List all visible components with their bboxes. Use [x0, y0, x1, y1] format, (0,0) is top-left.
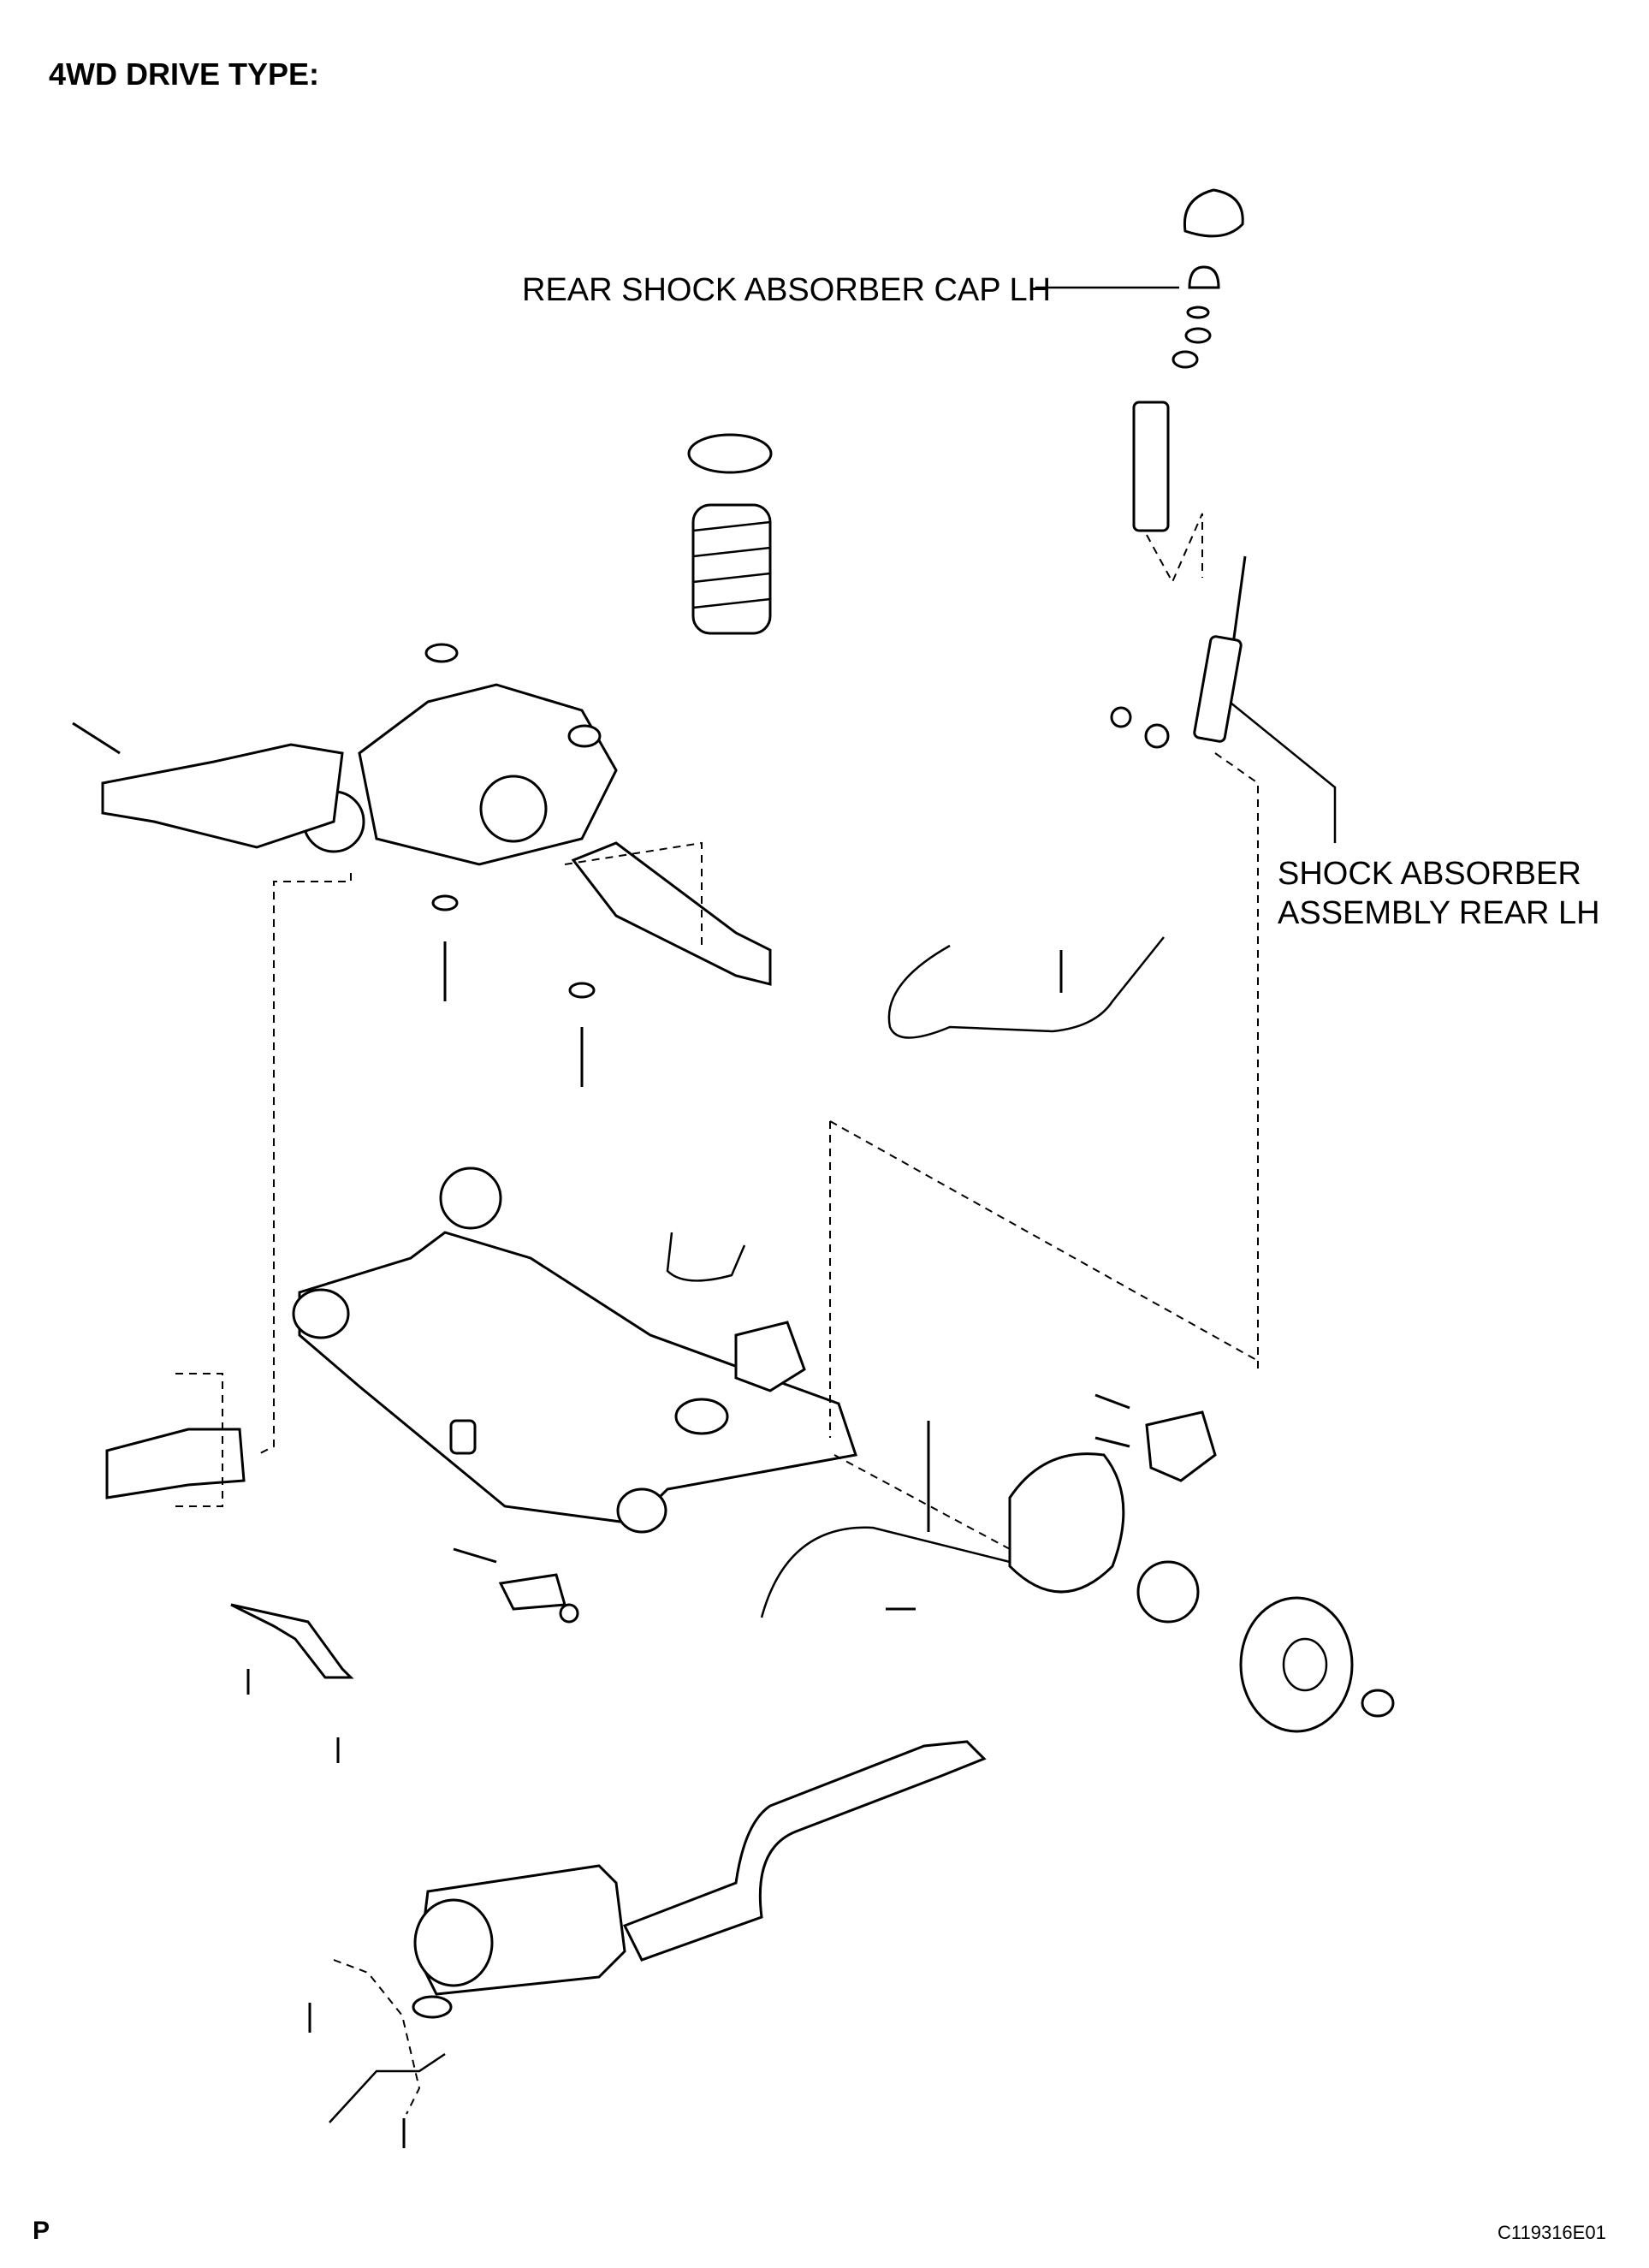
coil-spring-upper-insulator	[687, 433, 773, 474]
drive-shaft-bolt-lines	[564, 841, 703, 950]
page-mark: P	[33, 2217, 50, 2245]
propeller-shaft-bolt-lines	[175, 1373, 223, 1507]
shock-washer-2	[1144, 723, 1170, 749]
callout-shock-absorber-line-2: ASSEMBLY REAR LH	[1278, 895, 1600, 931]
coil-spring-turns	[692, 520, 771, 609]
toe-control-link	[498, 1573, 566, 1611]
parking-brake-cable-lower	[760, 1526, 1028, 1618]
link-nut	[559, 1603, 579, 1624]
rear-disc	[1239, 1596, 1354, 1733]
exhaust-tail-pipe	[622, 1740, 987, 1962]
axle-hub-nut	[1361, 1689, 1395, 1718]
shock-cushion-1	[1184, 327, 1212, 344]
suspension-member-bushing-left	[292, 1288, 350, 1339]
shock-absorber-cap-cover	[1183, 188, 1244, 238]
differential-mount-nut	[424, 643, 459, 663]
rear-axle-hub-and-bearing	[1136, 1560, 1200, 1624]
caliper-bolt-lower	[1094, 1436, 1130, 1448]
differential-support-member	[101, 743, 344, 849]
rear-axle-carrier	[734, 1321, 806, 1392]
callout-rear-shock-absorber-cap-lh: REAR SHOCK ABSORBER CAP LH	[522, 272, 1052, 308]
shock-bushing	[1110, 706, 1132, 728]
caliper-bolt-upper	[1094, 1393, 1130, 1410]
exhaust-bolt-lines	[333, 1959, 421, 2115]
shock-absorber-assembly-rear-lh	[1193, 635, 1243, 743]
propeller-shaft-alignment-line	[256, 873, 352, 1456]
differential-lower-washer-right	[568, 982, 596, 999]
shock-washer-1	[1186, 306, 1210, 319]
speed-sensor-harness	[666, 1232, 746, 1282]
parking-brake-cable-upper	[887, 936, 1165, 1039]
rear-disc-brake-caliper	[1145, 1410, 1217, 1482]
rear-differential-carrier	[358, 683, 618, 866]
rear-disc-hat	[1282, 1637, 1328, 1692]
page-title: 4WD DRIVE TYPE:	[49, 56, 320, 92]
suspension-member-spring-seat	[674, 1398, 729, 1435]
differential-support-bolt	[72, 721, 121, 755]
rear-shock-absorber-cap-lh	[1188, 265, 1220, 289]
suspension-member-bushing-right	[616, 1487, 667, 1534]
suspension-member-upper-mount	[439, 1167, 502, 1230]
suspension-bushing-stopper	[449, 1419, 477, 1455]
shock-lower-mount-line	[1214, 752, 1259, 1369]
exhaust-hanger-bracket	[230, 1603, 354, 1679]
leader-line-shock	[1216, 691, 1337, 843]
callout-shock-absorber-line-1: SHOCK ABSORBER	[1278, 856, 1581, 892]
link-bolt	[453, 1547, 497, 1564]
exhaust-front-pipe	[329, 2052, 446, 2123]
differential-side-flange	[479, 775, 548, 843]
rear-drive-shaft-assembly	[571, 841, 772, 986]
shock-cushion-2	[1172, 350, 1199, 369]
shock-dust-boot	[1132, 401, 1170, 532]
drawing-code: C119316E01	[1498, 2222, 1606, 2243]
brake-backing-plate	[1008, 1452, 1125, 1594]
backing-plate-alignment-line	[833, 1454, 1011, 1550]
propeller-shaft	[105, 1428, 246, 1499]
differential-lower-washer-left	[431, 894, 459, 911]
exhaust-gasket	[412, 1995, 453, 2019]
carrier-alignment-line-top	[829, 1120, 1259, 1362]
muffler-end	[413, 1898, 494, 1987]
shock-rod	[1231, 555, 1247, 651]
rear-suspension-member	[298, 1231, 857, 1525]
differential-mount-nut-right	[567, 724, 602, 748]
